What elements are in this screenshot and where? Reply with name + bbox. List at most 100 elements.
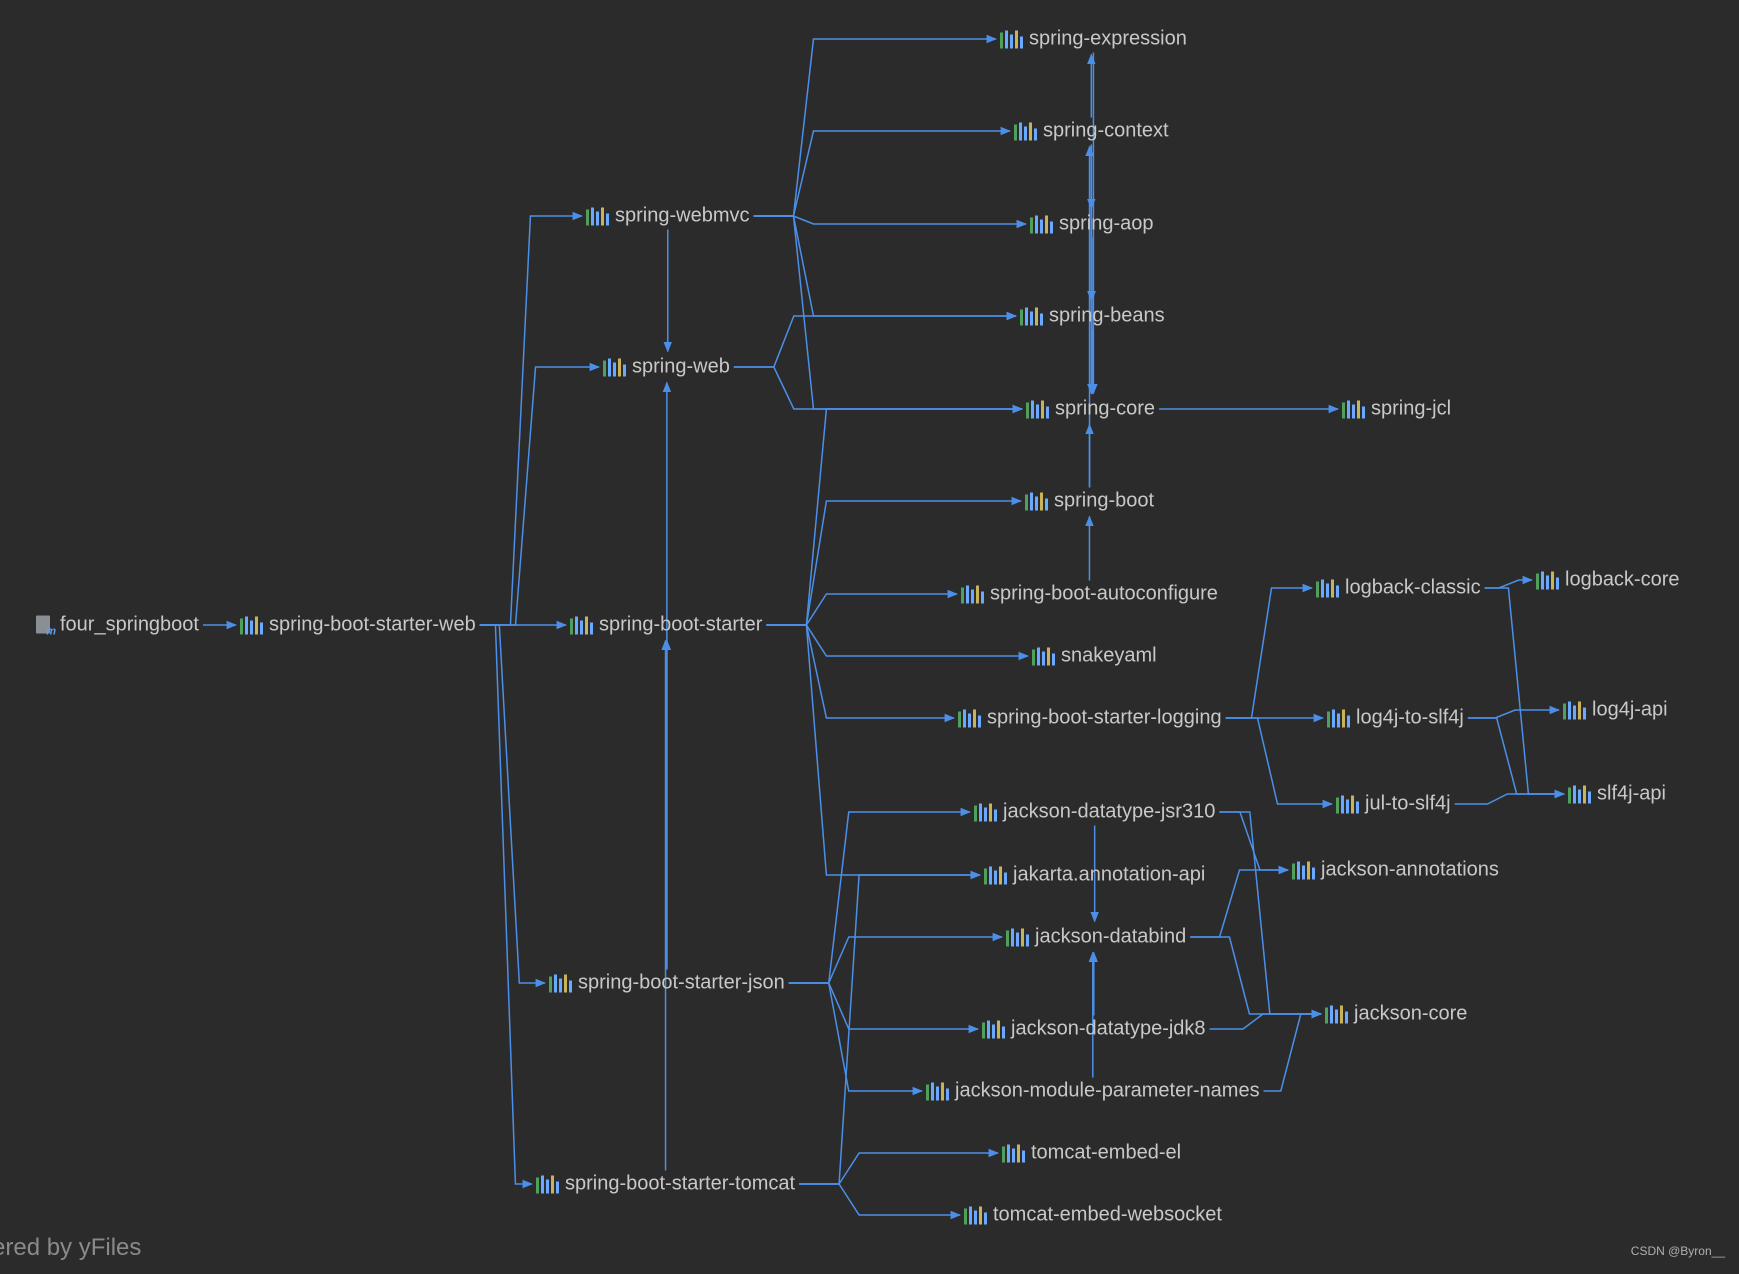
library-icon	[603, 358, 626, 376]
node-starter-web[interactable]: spring-boot-starter-web	[240, 614, 476, 637]
node-label: spring-webmvc	[615, 204, 750, 227]
node-label: jackson-datatype-jdk8	[1011, 1017, 1206, 1040]
node-label: spring-boot-starter	[599, 613, 763, 636]
edge-jsr310-to-jackson-annotations	[1219, 811, 1290, 875]
node-starter-logging[interactable]: spring-boot-starter-logging	[958, 707, 1222, 730]
node-label: log4j-to-slf4j	[1356, 706, 1464, 729]
node-log4j-api[interactable]: log4j-api	[1563, 699, 1668, 722]
library-icon	[240, 616, 263, 634]
library-icon	[974, 803, 997, 821]
node-aop[interactable]: spring-aop	[1030, 213, 1154, 236]
library-icon	[1336, 795, 1359, 813]
node-slf4j-api[interactable]: slf4j-api	[1568, 783, 1666, 806]
node-tomcat-websocket[interactable]: tomcat-embed-websocket	[964, 1204, 1222, 1227]
library-icon	[1327, 709, 1350, 727]
library-icon	[586, 207, 609, 225]
node-starter-tomcat[interactable]: spring-boot-starter-tomcat	[536, 1173, 795, 1196]
library-icon	[1000, 30, 1023, 48]
node-label: slf4j-api	[1597, 782, 1666, 805]
node-expression[interactable]: spring-expression	[1000, 28, 1187, 51]
node-label: spring-boot-autoconfigure	[990, 582, 1218, 605]
node-label: spring-core	[1055, 397, 1156, 420]
node-label: spring-boot-starter-web	[269, 613, 476, 636]
node-jackson-annotations[interactable]: jackson-annotations	[1292, 859, 1499, 882]
edge-jsr310-to-jackson-core	[1219, 811, 1323, 1019]
node-label: logback-classic	[1345, 576, 1481, 599]
edge-jul-to-slf4j-to-slf4j-api	[1454, 789, 1566, 805]
node-starter-json[interactable]: spring-boot-starter-json	[549, 972, 785, 995]
library-icon	[1536, 571, 1559, 589]
node-jackson-core[interactable]: jackson-core	[1325, 1003, 1467, 1026]
node-label: jackson-datatype-jsr310	[1003, 800, 1216, 823]
node-label: spring-boot-starter-json	[578, 971, 785, 994]
node-label: tomcat-embed-websocket	[993, 1203, 1222, 1226]
edge-webmvc-to-expression	[753, 34, 998, 217]
node-jul-to-slf4j[interactable]: jul-to-slf4j	[1336, 793, 1451, 816]
node-beans[interactable]: spring-beans	[1020, 305, 1165, 328]
node-label: jackson-core	[1354, 1002, 1468, 1025]
node-label: logback-core	[1565, 568, 1680, 591]
edge-webmvc-to-context	[753, 126, 1012, 217]
node-label: jakarta.annotation-api	[1013, 863, 1206, 886]
edge-logback-classic-to-slf4j-api	[1484, 587, 1566, 799]
node-log4j-to-slf4j[interactable]: log4j-to-slf4j	[1327, 707, 1464, 730]
node-label: jackson-databind	[1035, 925, 1187, 948]
library-icon	[536, 1175, 559, 1193]
library-icon	[1568, 785, 1591, 803]
edge-starter-to-jakarta-annotation	[766, 624, 982, 880]
edge-web-to-core	[733, 366, 1024, 414]
node-logback-core[interactable]: logback-core	[1536, 569, 1680, 592]
edge-starter-json-to-jsr310	[788, 807, 972, 984]
node-jdk8[interactable]: jackson-datatype-jdk8	[982, 1018, 1206, 1041]
library-icon	[964, 1206, 987, 1224]
edge-starter-web-to-starter-tomcat	[479, 624, 534, 1189]
library-icon	[1292, 861, 1315, 879]
node-webmvc[interactable]: spring-webmvc	[586, 205, 749, 228]
node-label: spring-aop	[1059, 212, 1154, 235]
node-starter[interactable]: spring-boot-starter	[570, 614, 762, 637]
node-autoconfigure[interactable]: spring-boot-autoconfigure	[961, 583, 1218, 606]
library-icon	[1014, 122, 1037, 140]
node-label: spring-boot-starter-logging	[987, 706, 1222, 729]
node-label: log4j-api	[1592, 698, 1668, 721]
node-core[interactable]: spring-core	[1026, 398, 1155, 421]
node-databind[interactable]: jackson-databind	[1006, 926, 1186, 949]
node-tomcat-el[interactable]: tomcat-embed-el	[1002, 1142, 1181, 1165]
csdn-credit-label: CSDN @Byron__	[1630, 1244, 1725, 1258]
edge-starter-json-to-databind	[788, 932, 1004, 984]
edge-starter-tomcat-to-tomcat-websocket	[799, 1183, 962, 1220]
edge-web-to-beans	[733, 311, 1018, 368]
node-label: spring-jcl	[1371, 397, 1452, 420]
node-boot[interactable]: spring-boot	[1025, 490, 1154, 513]
node-label: spring-web	[632, 355, 730, 378]
node-snakeyaml[interactable]: snakeyaml	[1032, 645, 1157, 668]
library-icon	[1032, 647, 1055, 665]
library-icon	[549, 974, 572, 992]
library-icon	[1030, 215, 1053, 233]
library-icon	[1026, 400, 1049, 418]
node-context[interactable]: spring-context	[1014, 120, 1169, 143]
library-icon	[1342, 400, 1365, 418]
edge-starter-web-to-web	[479, 362, 601, 626]
edge-webmvc-to-core	[753, 215, 1024, 414]
edge-starter-web-to-starter-json	[479, 624, 547, 988]
node-web[interactable]: spring-web	[603, 356, 730, 379]
node-jcl[interactable]: spring-jcl	[1342, 398, 1451, 421]
node-jsr310[interactable]: jackson-datatype-jsr310	[974, 801, 1215, 824]
yfiles-brand-label: ered by yFiles	[0, 1234, 142, 1261]
edge-starter-json-to-jdk8	[788, 982, 980, 1034]
edge-log4j-to-slf4j-to-log4j-api	[1467, 705, 1561, 719]
node-label: four_springboot	[60, 613, 199, 636]
library-icon	[1563, 701, 1586, 719]
node-label: jackson-module-parameter-names	[955, 1079, 1260, 1102]
node-param-names[interactable]: jackson-module-parameter-names	[926, 1080, 1260, 1103]
edge-starter-logging-to-jul-to-slf4j	[1225, 717, 1334, 809]
edge-starter-to-boot	[766, 496, 1023, 626]
edge-starter-tomcat-to-jakarta-annotation	[799, 870, 982, 1185]
node-logback-classic[interactable]: logback-classic	[1316, 577, 1481, 600]
edge-logback-classic-to-logback-core	[1484, 575, 1534, 589]
edge-webmvc-to-beans	[753, 215, 1018, 321]
node-jakarta-annotation[interactable]: jakarta.annotation-api	[984, 864, 1205, 887]
